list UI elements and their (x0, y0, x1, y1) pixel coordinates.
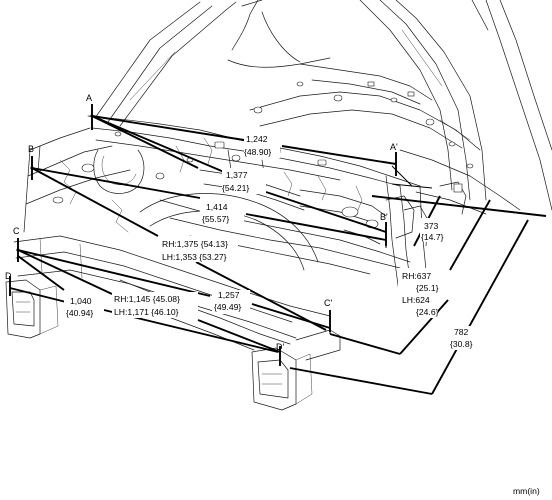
dim-line-b-diag (31, 167, 327, 331)
units-note: mm(in) (513, 486, 540, 496)
point-label-a: A (86, 93, 92, 103)
dim-a-a2-in: {48.90} (244, 147, 271, 157)
dim-b-b2-mm: 1,414 (206, 202, 228, 212)
dim-line-a-a2 (91, 115, 397, 165)
dim-b-diag-lh: LH:1,353 {53.27} (162, 252, 227, 262)
dim-line-ground-mid (329, 333, 401, 355)
dim-lh-mm: LH:624 (402, 295, 430, 305)
dim-c-c2-mm: 1,257 (218, 290, 240, 300)
point-label-a2: A' (390, 142, 398, 152)
dim-rh-mm: RH:637 (402, 271, 431, 281)
dim-line-b-b2 (31, 167, 387, 241)
point-label-b2: B' (380, 212, 388, 222)
dim-line-c-down (17, 255, 65, 291)
dimension-labels: 1,242 {48.90} 1,377 {54.21} 1,414 {55.57… (64, 132, 478, 350)
dim-line-rh-extension (399, 299, 449, 355)
dim-depth-in: {30.8} (450, 339, 473, 349)
point-label-d: D (5, 271, 12, 281)
dim-c-diag-rh: RH:1,145 {45.08} (114, 294, 180, 304)
cabin-structure (94, 0, 552, 215)
dim-height-in: {14.7} (421, 232, 444, 242)
point-label-c2: C' (324, 298, 332, 308)
dim-line-c-c2 (17, 249, 331, 329)
right-crash-box (251, 329, 341, 411)
point-labels: A A' B B' C C' D D' (5, 93, 398, 352)
dim-line-top-ref (371, 195, 547, 217)
dim-c-diag-lh: LH:1,171 {46.10} (114, 307, 179, 317)
dim-c-c2-in: {49.49} (214, 302, 241, 312)
dim-a-b2-in: {54.21} (222, 183, 249, 193)
dim-d-d2-in: {40.94} (66, 308, 93, 318)
dim-lh-in: {24.6} (416, 307, 439, 317)
dim-a-a2-mm: 1,242 (246, 134, 268, 144)
dim-depth-mm: 782 (454, 327, 469, 337)
dim-line-c-d2 (17, 249, 281, 353)
point-label-d2: D' (276, 342, 284, 352)
dim-b-b2-in: {55.57} (202, 214, 229, 224)
dim-rh-in: {25.1} (416, 283, 439, 293)
dim-line-a-b2 (91, 115, 387, 233)
dim-line-a-center (91, 115, 199, 169)
dim-line-rh-vertical (449, 199, 491, 271)
dim-d-d2-mm: 1,040 (70, 296, 92, 306)
dim-b-diag-rh: RH:1,375 {54.13} (162, 239, 228, 249)
dim-line-depth-slant (431, 219, 529, 395)
point-label-c: C (13, 226, 20, 236)
dim-height-mm: 373 (424, 221, 439, 231)
dim-a-b2-mm: 1,377 (226, 170, 248, 180)
point-label-b: B (28, 144, 34, 154)
point-ticks (9, 104, 397, 366)
dim-line-ground-front (289, 367, 433, 395)
